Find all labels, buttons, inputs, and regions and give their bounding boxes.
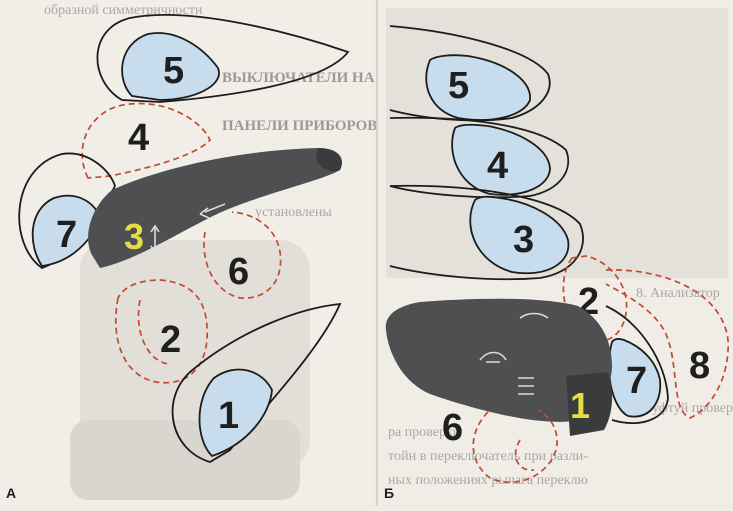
lever-stalk-right	[385, 298, 613, 436]
zone-3b-fill	[469, 195, 570, 275]
zone-1-label: 1	[218, 395, 239, 437]
zone-1-fill	[198, 368, 273, 458]
zone-1-outline	[171, 302, 342, 463]
lever-b-cap	[566, 372, 613, 436]
zone-7-label: 7	[56, 214, 77, 256]
zone-3b-label: 3	[513, 219, 534, 261]
zone-4b-label: 4	[487, 145, 508, 187]
zone-2-outline	[114, 279, 208, 384]
zone-1b-label: 1	[570, 385, 590, 426]
wiper-icon	[479, 351, 507, 363]
zone-2-inner	[137, 299, 169, 365]
zone-2b-outline	[562, 255, 628, 342]
turn-arrow-icon	[199, 203, 226, 219]
panel-b: 8. Анализатор Муфтуй проверки ра проверк…	[376, 0, 733, 506]
zone-4b-outline	[389, 116, 570, 199]
panel-b-letter: Б	[384, 485, 394, 501]
zone-8b-outline	[605, 269, 729, 419]
washer-icon	[519, 312, 549, 319]
zone-6b-inner	[514, 439, 535, 471]
zone-7b-outline	[605, 305, 669, 424]
zone-6-outline	[203, 211, 282, 299]
zone-6-label: 6	[228, 251, 249, 293]
zone-2-label: 2	[160, 319, 181, 361]
bg-text-b-3: тойн в переключатель при разли-	[388, 449, 588, 464]
zone-8b-label: 8	[689, 345, 710, 387]
panel-divider	[376, 0, 378, 506]
bg-text-b-2: ра проверки	[388, 425, 461, 440]
bg-text-a-1: ВЫКЛЮЧАТЕЛИ НА	[222, 70, 375, 86]
lever-stalk-left	[88, 148, 342, 268]
zone-7-fill	[31, 194, 101, 267]
panel-a: образной симметричности ВЫКЛЮЧАТЕЛИ НА П…	[6, 3, 378, 501]
zone-4-label: 4	[128, 117, 149, 159]
speed-marks-icon	[518, 377, 534, 395]
zone-5b-label: 5	[448, 65, 469, 107]
updown-arrow-icon	[150, 224, 160, 254]
zone-5-fill	[121, 32, 220, 101]
zone-4-outline	[81, 102, 212, 179]
bg-text-a-3: установлены	[255, 205, 332, 220]
zone-5b-fill	[425, 54, 531, 121]
zone-3b-outline	[389, 184, 584, 281]
zone-6b-outline	[472, 409, 558, 484]
zone-3-label: 3	[124, 216, 144, 257]
zone-5-label: 5	[163, 50, 184, 92]
panel-a-photo-steering	[70, 420, 300, 500]
zone-4b-fill	[451, 123, 551, 196]
zone-5-outline	[96, 14, 350, 103]
lever-b-body	[385, 298, 612, 422]
lever-a-tip	[316, 148, 342, 172]
bg-text-a-2: ПАНЕЛИ ПРИБОРОВ	[222, 118, 377, 134]
zone-7b-fill	[608, 338, 662, 418]
zone-7b-label: 7	[626, 360, 647, 402]
bg-text-b-4: ных положениях рычага переклю	[388, 473, 588, 488]
zone-6b-label: 6	[442, 407, 463, 449]
bg-text-b-0: 8. Анализатор	[636, 286, 720, 301]
panel-a-letter: А	[6, 485, 16, 501]
